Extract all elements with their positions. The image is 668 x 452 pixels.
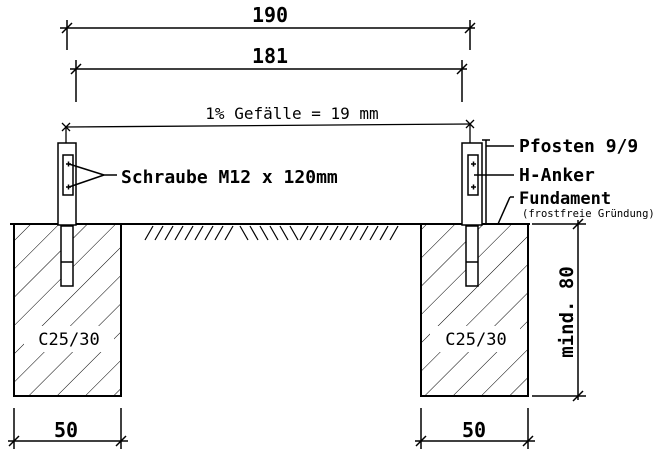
bolt-label: Schraube M12 x 120mm <box>121 167 338 188</box>
foundation-label: Fundament <box>519 189 611 209</box>
dimension-depth <box>532 218 586 402</box>
post-label: Pfosten 9/9 <box>519 136 638 157</box>
left-h-anchor <box>57 142 77 287</box>
dimension-190 <box>60 20 476 50</box>
left-width-label: 50 <box>54 418 78 442</box>
dimension-right-width <box>415 408 535 449</box>
right-width-label: 50 <box>462 418 486 442</box>
anchor-label: H-Anker <box>519 165 595 186</box>
bolt-leader <box>68 163 117 188</box>
left-concrete-grade: C25/30 <box>38 330 99 350</box>
slope-label: 1% Gefälle = 19 mm <box>205 104 378 123</box>
dimension-left-width <box>8 408 128 449</box>
dimension-190-label: 190 <box>252 3 288 27</box>
depth-label: mind. 80 <box>556 266 578 358</box>
slope-line <box>61 119 475 143</box>
foundation-note: (frostfreie Gründung) <box>522 208 655 220</box>
dimension-181 <box>70 60 468 102</box>
soil-hatch <box>144 225 399 241</box>
right-h-anchor <box>461 139 490 287</box>
right-leaders <box>474 145 514 225</box>
dimension-181-label: 181 <box>252 44 288 68</box>
right-concrete-grade: C25/30 <box>445 330 506 350</box>
